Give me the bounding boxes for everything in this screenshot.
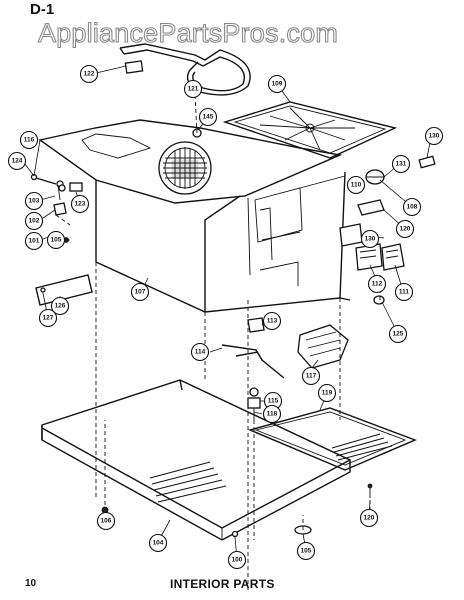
- callout: 112: [367, 274, 387, 294]
- callout: 108: [402, 197, 422, 217]
- callout: 111: [394, 282, 414, 302]
- svg-text:126: 126: [55, 303, 66, 310]
- callout: 101: [24, 231, 44, 251]
- callout: 122: [79, 64, 99, 84]
- callout: 123: [70, 194, 90, 214]
- callout: 110: [346, 175, 366, 195]
- callout: 121: [183, 79, 203, 99]
- svg-text:105: 105: [301, 548, 312, 555]
- svg-text:121: 121: [188, 86, 199, 93]
- svg-text:145: 145: [203, 114, 214, 121]
- svg-text:106: 106: [101, 518, 112, 525]
- callout: 107: [130, 282, 150, 302]
- callout: 127: [38, 308, 58, 328]
- page-number: 10: [25, 578, 37, 589]
- callout: 105: [296, 541, 316, 561]
- callout: 103: [24, 191, 44, 211]
- callout: 117: [301, 366, 321, 386]
- svg-text:130: 130: [365, 236, 376, 243]
- callout: 126: [50, 296, 70, 316]
- callout: 100: [227, 550, 247, 570]
- callout: 104: [148, 533, 168, 553]
- svg-text:125: 125: [393, 331, 404, 338]
- callout: 130: [424, 126, 444, 146]
- svg-text:105: 105: [51, 237, 62, 244]
- svg-text:119: 119: [322, 390, 333, 397]
- svg-text:109: 109: [272, 81, 283, 88]
- svg-text:102: 102: [29, 218, 40, 225]
- right-side-parts: [339, 155, 436, 305]
- svg-text:110: 110: [351, 182, 362, 189]
- callout: 109: [267, 74, 287, 94]
- svg-text:120: 120: [400, 226, 411, 233]
- callout: 125: [388, 324, 408, 344]
- svg-text:120: 120: [364, 515, 375, 522]
- watermark: AppliancePartsPros.com: [37, 17, 339, 48]
- callout: 113: [262, 311, 282, 331]
- callout: 130: [360, 229, 380, 249]
- svg-text:112: 112: [372, 281, 383, 288]
- svg-text:103: 103: [29, 198, 40, 205]
- callout: 102: [24, 211, 44, 231]
- svg-text:131: 131: [396, 161, 407, 168]
- callout: 106: [96, 511, 116, 531]
- callout-leader-lines: [21, 65, 432, 560]
- callout: 116: [19, 130, 39, 150]
- svg-text:114: 114: [195, 349, 206, 356]
- part-callouts: 122 121 109 145 116 124 103 102 123 101 …: [7, 64, 444, 570]
- callout: 124: [7, 151, 27, 171]
- page-label: D-1: [30, 1, 55, 18]
- svg-text:123: 123: [75, 201, 86, 208]
- callout: 105: [46, 230, 66, 250]
- svg-text:117: 117: [306, 373, 317, 380]
- center-hardware: [221, 317, 349, 420]
- base-pan-grille: [149, 461, 227, 503]
- svg-text:116: 116: [24, 137, 35, 144]
- callout: 120: [359, 508, 379, 528]
- chassis-top-panel: [38, 119, 343, 262]
- svg-text:115: 115: [268, 398, 279, 405]
- svg-text:108: 108: [407, 204, 418, 211]
- callout: 145: [198, 107, 218, 127]
- fan-grille-pattern: [163, 147, 207, 189]
- callout: 120: [395, 219, 415, 239]
- callout: 114: [190, 342, 210, 362]
- svg-text:130: 130: [429, 133, 440, 140]
- svg-text:100: 100: [232, 557, 243, 564]
- bottom-hardware: [101, 483, 373, 538]
- ceiling-plate: [222, 101, 398, 159]
- rear-panel-grille: [331, 433, 393, 461]
- base-pan: [41, 379, 351, 541]
- assembly-dashed-lines: [55, 94, 381, 590]
- svg-text:118: 118: [267, 411, 278, 418]
- svg-text:113: 113: [267, 318, 278, 325]
- svg-text:127: 127: [43, 315, 54, 322]
- svg-text:104: 104: [153, 540, 164, 547]
- callout: 119: [317, 383, 337, 403]
- ceiling-plate-radial-lines: [259, 107, 355, 151]
- svg-text:101: 101: [29, 238, 40, 245]
- page-title: INTERIOR PARTS: [170, 577, 275, 591]
- callout: 131: [391, 154, 411, 174]
- svg-text:122: 122: [84, 71, 95, 78]
- callout: 118: [262, 404, 282, 424]
- callout: 115: [263, 391, 283, 411]
- svg-text:107: 107: [135, 289, 146, 296]
- svg-text:124: 124: [12, 158, 23, 165]
- front-trim-strip: [35, 274, 93, 306]
- rear-bottom-panel: [247, 407, 417, 471]
- svg-text:111: 111: [399, 289, 410, 296]
